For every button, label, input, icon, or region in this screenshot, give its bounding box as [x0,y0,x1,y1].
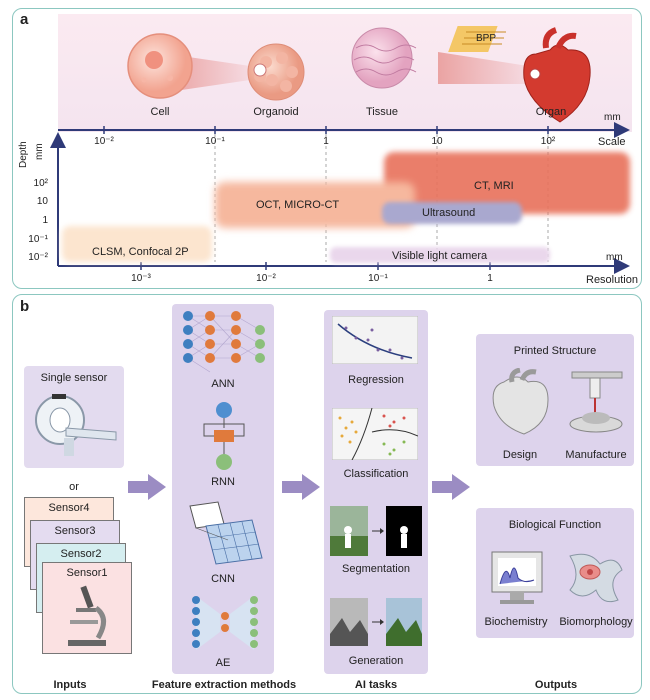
biological-function-title: Biological Function [508,519,602,531]
column-outputs: Outputs [534,679,578,691]
ann-diagram [183,311,265,373]
regression-plot [332,316,418,364]
resolution-tick: 10⁻¹ [368,273,388,284]
tissue-icon [351,27,417,89]
classification-plot [332,408,418,460]
printed-heart-icon [492,368,549,435]
method-clsm: CLSM, Confocal 2P [92,246,189,258]
network-ae: AE [215,657,231,669]
flow-arrow [432,474,470,500]
depth-axis-title: Depth [18,141,29,168]
zoom-cone [438,52,528,84]
depth-tick: 10⁻¹ [28,234,48,245]
column-feature-extraction: Feature extraction methods [151,679,297,691]
method-visible-camera: Visible light camera [392,250,488,262]
visible-camera-region [330,247,550,263]
biomorphology-icon [569,553,623,603]
network-cnn: CNN [211,573,235,585]
scale-label-cell: Cell [150,106,170,118]
network-rnn: RNN [211,476,235,488]
biomorphology-label: Biomorphology [559,616,633,628]
biochemistry-label: Biochemistry [484,616,548,628]
scale-unit: mm [604,112,621,123]
resolution-unit: mm [606,252,623,263]
panel-b-label: b [20,298,30,315]
method-oct: OCT, MICRO-CT [256,199,340,211]
sensor3-label: Sensor3 [54,525,96,537]
sensor2-label: Sensor2 [60,548,102,560]
scale-tick: 10⁻² [94,136,114,147]
clsm-region [62,226,212,262]
manufacture-label: Manufacture [565,449,627,461]
bpp-label: BPP [476,33,497,44]
column-inputs: Inputs [53,679,87,691]
depth-tick: 1 [42,215,48,226]
single-sensor-title: Single sensor [40,372,108,384]
or-text: or [69,481,79,493]
sensor4-label: Sensor4 [48,502,90,514]
depth-tick: 10⁻² [28,252,48,263]
printed-structure-title: Printed Structure [513,345,597,357]
resolution-tick: 1 [487,273,493,284]
bioprinter-icon [569,371,623,433]
segmentation-images [330,506,422,556]
method-ultrasound: Ultrasound [422,207,476,219]
scale-label-organoid: Organoid [253,106,299,118]
resolution-axis-title: Resolution [586,274,638,286]
scale-label-organ: Organ [535,106,567,118]
task-generation: Generation [348,655,404,667]
depth-unit: mm [34,143,45,160]
scale-tick: 10² [540,136,556,147]
scale-label-tissue: Tissue [366,106,398,118]
scale-axis-title: Scale [598,136,626,148]
organoid-icon [247,43,305,101]
panel-a-axes [50,122,630,274]
flow-arrow [128,474,166,500]
depth-tick: 10² [33,178,48,189]
task-regression: Regression [348,374,404,386]
cell-icon [127,33,193,99]
resolution-tick: 10⁻³ [131,273,151,284]
task-classification: Classification [343,468,409,480]
scale-tick: 10⁻¹ [205,136,225,147]
network-ann: ANN [211,378,235,390]
panel-a [12,8,642,289]
resolution-tick: 10⁻² [256,273,276,284]
bpp-scaffold-icon [448,26,506,52]
heart-icon [523,27,591,123]
ct-scanner-icon [35,394,117,456]
flow-arrow [282,474,320,500]
panel-a-label: a [20,11,29,28]
oct-region [215,182,415,228]
ultrasound-region [382,202,522,224]
task-segmentation: Segmentation [342,563,410,575]
depth-tick: 10 [36,196,48,207]
design-label: Design [502,449,538,461]
scale-tick: 1 [323,136,329,147]
microscope-icon [68,585,106,646]
biochemistry-monitor-icon [491,551,543,604]
sensor1-label: Sensor1 [66,567,108,579]
generation-images [330,598,422,646]
cnn-diagram [189,501,263,565]
column-ai-tasks: AI tasks [354,679,398,691]
ae-diagram [192,596,258,650]
rnn-diagram [203,402,245,470]
scale-tick: 10 [431,136,443,147]
method-ct-mri: CT, MRI [474,180,514,192]
panel-b [12,294,642,694]
scale-illustrations [127,26,591,123]
